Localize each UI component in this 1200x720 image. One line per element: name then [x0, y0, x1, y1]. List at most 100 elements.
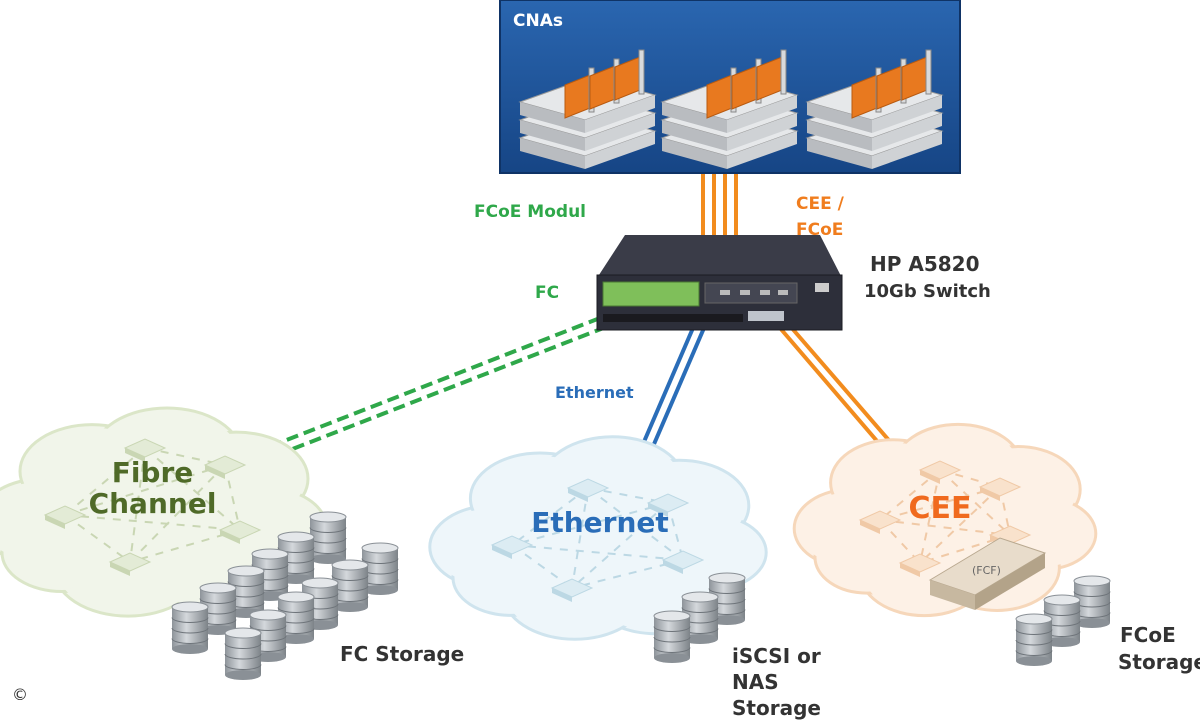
disk-bottom: [1074, 618, 1110, 628]
cee-cloud-label: CEE: [908, 491, 972, 526]
hp-a5820-switch: [596, 235, 843, 331]
disk-band: [653, 636, 691, 643]
mesh-link: [224, 464, 241, 531]
clouds: [0, 406, 1098, 641]
iscsi-storage-label-3: Storage: [732, 696, 821, 720]
server-side: [585, 113, 655, 151]
disk-band: [224, 664, 262, 670]
iscsi-storage-label-2: NAS: [732, 670, 779, 694]
disk-bottom: [278, 634, 314, 644]
mesh-link: [587, 487, 684, 561]
server-front: [662, 120, 727, 151]
fc-link: [247, 316, 607, 466]
server-side: [727, 113, 797, 151]
disk-top: [227, 565, 265, 577]
disk-top: [361, 542, 399, 554]
channel-label: Channel: [88, 486, 217, 520]
disk-top: [708, 572, 746, 584]
disk-band: [227, 581, 265, 587]
fcoe-modul-label: FCoE Modul: [474, 202, 586, 222]
storage-disk: [171, 601, 209, 654]
switch-node-side: [860, 520, 880, 534]
disk-top: [171, 601, 209, 613]
server-front: [520, 138, 585, 169]
storage-disk: [224, 627, 262, 680]
mesh-link: [511, 544, 573, 589]
mesh-link: [667, 502, 684, 561]
disk-top: [249, 609, 287, 621]
mesh-link: [879, 519, 1011, 536]
switch-node-side: [980, 487, 1000, 501]
server-side: [585, 131, 655, 169]
disk-band: [171, 627, 209, 634]
storage-cylinders: [171, 511, 1111, 680]
disk-body: [310, 517, 346, 559]
server-front: [807, 138, 872, 169]
switch-description: 10Gb Switch: [864, 281, 991, 302]
disk-band: [1043, 610, 1081, 616]
fcoe-storage-label-1: FCoE: [1120, 623, 1176, 647]
fibre-channel-cloud: [0, 406, 328, 618]
mesh-link: [879, 469, 941, 521]
switch-node-side: [648, 503, 668, 517]
mesh-link: [919, 486, 1001, 564]
disk-body: [654, 616, 690, 658]
server-side: [872, 95, 942, 133]
cee-mesh: [858, 460, 1032, 577]
mesh-link: [511, 544, 684, 561]
fcoe-storage-label-2: Storage: [1118, 650, 1200, 674]
disk-body: [172, 607, 208, 649]
server-stacks: [518, 49, 944, 169]
disk-top: [1073, 575, 1111, 587]
ethernet-mesh: [490, 478, 705, 602]
server-front: [807, 102, 872, 133]
storage-disk: [653, 610, 691, 663]
mesh-link: [64, 514, 241, 531]
disk-top: [251, 548, 289, 560]
ethernet-cloud-label: Ethernet: [531, 506, 669, 539]
server-side: [872, 113, 942, 151]
switch-node-side: [920, 470, 940, 484]
iscsi-storage-label-1: iSCSI or: [732, 644, 821, 668]
cna-uplinks: [701, 174, 738, 240]
cna-title: CNAs: [513, 11, 563, 31]
mesh-link: [879, 486, 1001, 521]
mesh-link: [144, 447, 241, 531]
disk-top: [277, 591, 315, 603]
cna-panel: [499, 0, 961, 174]
disk-band: [224, 643, 262, 649]
server-front: [520, 102, 585, 133]
server-side: [727, 131, 797, 169]
disk-band: [653, 626, 691, 632]
disk-top: [681, 591, 719, 603]
disk-band: [1015, 639, 1053, 646]
disk-band: [1015, 650, 1053, 656]
switch-node-side: [552, 588, 572, 602]
disk-top: [331, 559, 369, 571]
disk-band: [681, 607, 719, 613]
mesh-link: [571, 502, 669, 589]
server-side: [872, 131, 942, 169]
disk-band: [224, 653, 262, 660]
disk-bottom: [172, 644, 208, 654]
disk-band: [653, 647, 691, 653]
cee-link: [778, 324, 908, 464]
fibre-label: Fibre: [111, 456, 194, 489]
card-bracket: [925, 49, 932, 95]
copyright-mark: ©: [12, 685, 28, 704]
disk-top: [653, 610, 691, 622]
server-front: [520, 120, 585, 151]
card-bracket: [780, 49, 787, 95]
mesh-link: [129, 447, 146, 563]
switch-node-side: [110, 562, 130, 576]
switch-node-side: [125, 448, 145, 462]
mesh-link: [129, 464, 226, 563]
switch-node-side: [663, 560, 683, 574]
fc-label: FC: [535, 283, 560, 303]
disk-band: [199, 598, 237, 604]
disk-top: [1043, 594, 1081, 606]
cee-fcoe-label-1: CEE /: [796, 194, 844, 214]
disk-bottom: [682, 634, 718, 644]
disk-body: [225, 633, 261, 675]
switch-node-side: [492, 545, 512, 559]
